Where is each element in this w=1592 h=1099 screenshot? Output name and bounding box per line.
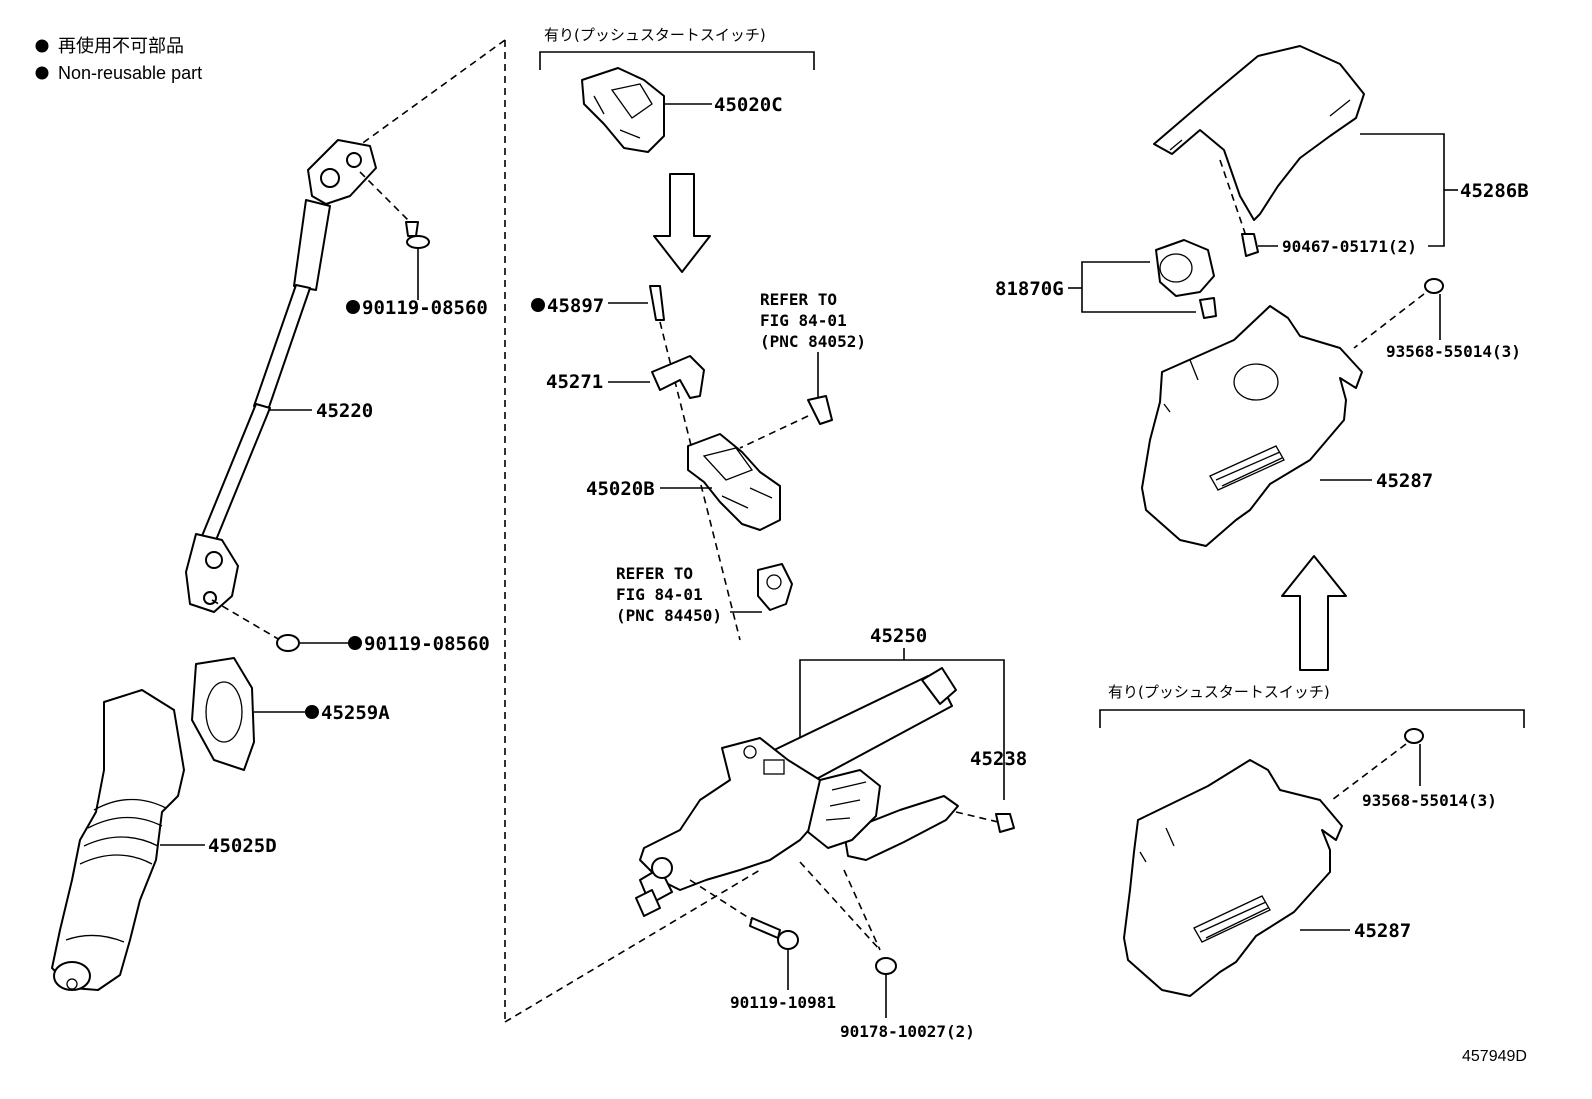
svg-text:90178-10027(2): 90178-10027(2) — [840, 1022, 975, 1041]
callout-45286B: 45286B — [1360, 133, 1529, 247]
legend-japanese: 再使用不可部品 — [58, 36, 184, 56]
svg-text:45250: 45250 — [870, 625, 927, 647]
non-reusable-dot-icon — [35, 39, 49, 53]
callout-45220: 45220 — [268, 400, 373, 422]
svg-text:45238: 45238 — [970, 748, 1027, 770]
arrow-up-icon — [1281, 555, 1347, 671]
push-start-switch-illustration — [1155, 239, 1217, 319]
reference-note-84450: REFER TO FIG 84-01 (PNC 84450) — [616, 563, 793, 625]
svg-text:有り(プッシュスタートスイッチ): 有り(プッシュスタートスイッチ) — [1108, 683, 1330, 701]
variant-bracket-bottom: 有り(プッシュスタートスイッチ) — [1099, 683, 1525, 728]
callout-45287-lower: 45287 — [1300, 920, 1411, 942]
callout-45271: 45271 — [546, 355, 705, 399]
upper-column-cover-illustration — [1153, 45, 1365, 221]
callout-45238: 45238 — [955, 748, 1027, 833]
svg-text:90119-08560: 90119-08560 — [364, 633, 490, 655]
svg-text:45020B: 45020B — [586, 478, 655, 500]
clip-icon — [1219, 159, 1259, 257]
screw-icon — [1353, 278, 1444, 349]
callout-93568-55014-upper: 93568-55014(3) — [1386, 294, 1521, 361]
variant-bracket-top: 有り(プッシュスタートスイッチ) — [539, 26, 815, 70]
callout-90119-10981: 90119-10981 — [689, 879, 836, 1012]
callout-93568-55014-lower: 93568-55014(3) — [1362, 744, 1497, 810]
svg-text:REFER TO: REFER TO — [616, 564, 693, 583]
legend: 再使用不可部品 Non-reusable part — [35, 36, 202, 83]
svg-text:90119-08560: 90119-08560 — [362, 297, 488, 319]
svg-text:45897: 45897 — [547, 295, 604, 317]
bolt-icon: 90119-08560 — [211, 599, 490, 655]
intermediate-shaft-illustration — [185, 139, 377, 613]
steering-lock-illustration-45020B: 45020B — [586, 433, 781, 531]
steering-column-illustration — [635, 667, 959, 917]
non-reusable-dot-icon — [35, 66, 49, 80]
svg-text:(PNC 84052): (PNC 84052) — [760, 332, 866, 351]
screw-icon — [1331, 728, 1424, 801]
steering-lock-illustration-45020C: 45020C — [581, 67, 783, 153]
svg-text:90119-10981: 90119-10981 — [730, 993, 836, 1012]
bolt-icon — [359, 171, 430, 249]
callout-90119-08560-upper: 90119-08560 — [346, 248, 488, 319]
svg-text:FIG 84-01: FIG 84-01 — [616, 585, 703, 604]
svg-text:45259A: 45259A — [321, 702, 390, 724]
svg-text:45025D: 45025D — [208, 835, 277, 857]
svg-text:45287: 45287 — [1354, 920, 1411, 942]
callout-45250: 45250 — [799, 625, 1005, 800]
svg-text:93568-55014(3): 93568-55014(3) — [1386, 342, 1521, 361]
svg-text:45220: 45220 — [316, 400, 373, 422]
lower-column-cover-illustration-alt — [1123, 759, 1343, 997]
dashed-panel-divider — [359, 39, 761, 1023]
seal-plate-illustration: 45259A — [191, 657, 390, 771]
svg-text:45271: 45271 — [546, 371, 603, 393]
svg-text:45020C: 45020C — [714, 94, 783, 116]
svg-text:45287: 45287 — [1376, 470, 1433, 492]
svg-text:90467-05171(2): 90467-05171(2) — [1282, 237, 1417, 256]
svg-text:93568-55014(3): 93568-55014(3) — [1362, 791, 1497, 810]
lower-column-cover-illustration — [1141, 305, 1363, 547]
svg-text:(PNC 84450): (PNC 84450) — [616, 606, 722, 625]
svg-text:REFER TO: REFER TO — [760, 290, 837, 309]
svg-text:45286B: 45286B — [1460, 180, 1529, 202]
legend-english: Non-reusable part — [58, 63, 202, 83]
svg-text:81870G: 81870G — [995, 278, 1064, 300]
callout-81870G: 81870G — [995, 261, 1196, 313]
arrow-down-icon — [653, 173, 711, 273]
reference-note-84052: REFER TO FIG 84-01 (PNC 84052) — [739, 290, 866, 449]
steering-boot-illustration: 45025D — [51, 689, 277, 991]
callout-45287-upper: 45287 — [1320, 470, 1433, 492]
callout-90467-05171: 90467-05171(2) — [1258, 237, 1417, 256]
callout-90178-10027: 90178-10027(2) — [799, 861, 975, 1041]
svg-text:FIG 84-01: FIG 84-01 — [760, 311, 847, 330]
svg-text:有り(プッシュスタートスイッチ): 有り(プッシュスタートスイッチ) — [544, 26, 766, 44]
illustration-id: 457949D — [1462, 1048, 1527, 1065]
